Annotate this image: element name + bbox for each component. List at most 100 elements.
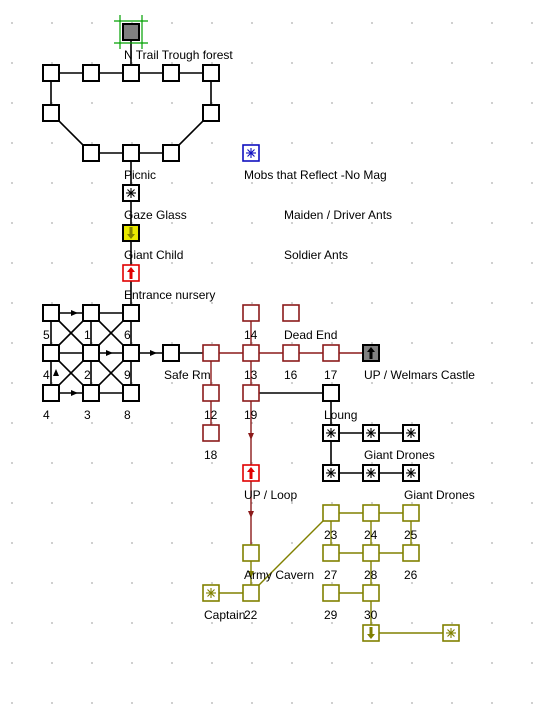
room-o24[interactable]	[362, 504, 380, 522]
room-box[interactable]	[122, 384, 140, 402]
room-box[interactable]	[202, 64, 220, 82]
room-o23[interactable]	[322, 504, 340, 522]
room-box[interactable]	[82, 304, 100, 322]
room-box[interactable]	[42, 64, 60, 82]
room-o32[interactable]	[442, 624, 460, 642]
room-child[interactable]	[122, 224, 140, 242]
room-c2[interactable]	[82, 144, 100, 162]
room-r18[interactable]	[202, 424, 220, 442]
room-gd2[interactable]	[362, 424, 380, 442]
room-top[interactable]	[114, 15, 148, 49]
room-box[interactable]	[82, 384, 100, 402]
room-box[interactable]	[162, 144, 180, 162]
room-n7[interactable]	[42, 384, 60, 402]
room-box[interactable]	[42, 104, 60, 122]
room-legend[interactable]	[242, 144, 260, 162]
room-n5[interactable]	[82, 344, 100, 362]
room-box[interactable]	[82, 344, 100, 362]
room-box[interactable]	[362, 504, 380, 522]
room-n6[interactable]	[122, 344, 140, 362]
room-box[interactable]	[322, 504, 340, 522]
room-box[interactable]	[282, 344, 300, 362]
room-n4[interactable]	[42, 344, 60, 362]
room-box[interactable]	[242, 384, 260, 402]
room-box[interactable]	[202, 344, 220, 362]
room-box[interactable]	[42, 384, 60, 402]
room-n9[interactable]	[122, 384, 140, 402]
room-n3[interactable]	[122, 304, 140, 322]
room-a5[interactable]	[202, 64, 220, 82]
room-gd6[interactable]	[402, 464, 420, 482]
room-o25[interactable]	[402, 504, 420, 522]
room-box[interactable]	[362, 544, 380, 562]
room-gd3[interactable]	[402, 424, 420, 442]
room-box[interactable]	[402, 544, 420, 562]
room-box[interactable]	[122, 344, 140, 362]
room-box[interactable]	[202, 384, 220, 402]
room-a2[interactable]	[82, 64, 100, 82]
room-nursery[interactable]	[122, 264, 140, 282]
room-r14[interactable]	[242, 304, 260, 322]
room-box[interactable]	[242, 584, 260, 602]
room-box[interactable]	[122, 304, 140, 322]
room-b5[interactable]	[202, 104, 220, 122]
room-box[interactable]	[202, 104, 220, 122]
room-c4[interactable]	[162, 144, 180, 162]
room-o31[interactable]	[362, 624, 380, 642]
room-b1[interactable]	[42, 104, 60, 122]
room-a3[interactable]	[122, 64, 140, 82]
room-r13[interactable]	[242, 344, 260, 362]
room-r12[interactable]	[202, 384, 220, 402]
room-r211[interactable]	[202, 344, 220, 362]
room-box[interactable]	[202, 424, 220, 442]
room-c3[interactable]	[122, 144, 140, 162]
room-r17[interactable]	[322, 344, 340, 362]
room-n8[interactable]	[82, 384, 100, 402]
room-loung[interactable]	[322, 384, 340, 402]
room-box[interactable]	[122, 64, 140, 82]
room-a1[interactable]	[42, 64, 60, 82]
room-uploop[interactable]	[242, 464, 260, 482]
room-box[interactable]	[162, 64, 180, 82]
room-gd4[interactable]	[322, 464, 340, 482]
room-box[interactable]	[242, 544, 260, 562]
room-o27[interactable]	[322, 544, 340, 562]
room-box[interactable]	[322, 544, 340, 562]
room-n2[interactable]	[82, 304, 100, 322]
room-box[interactable]	[42, 344, 60, 362]
room-box[interactable]	[82, 144, 100, 162]
room-r19[interactable]	[242, 384, 260, 402]
room-army[interactable]	[242, 544, 260, 562]
room-box[interactable]	[82, 64, 100, 82]
room-o26[interactable]	[402, 544, 420, 562]
room-box[interactable]	[322, 384, 340, 402]
room-box[interactable]	[322, 584, 340, 602]
room-box[interactable]	[122, 144, 140, 162]
room-gaze[interactable]	[122, 184, 140, 202]
room-o29[interactable]	[322, 584, 340, 602]
room-a4[interactable]	[162, 64, 180, 82]
room-gd5[interactable]	[362, 464, 380, 482]
room-box[interactable]	[282, 304, 300, 322]
room-box[interactable]	[162, 344, 180, 362]
room-box[interactable]	[42, 304, 60, 322]
room-saferm[interactable]	[162, 344, 180, 362]
room-o28[interactable]	[362, 544, 380, 562]
room-box[interactable]	[122, 23, 140, 41]
room-deadend[interactable]	[282, 304, 300, 322]
room-box[interactable]	[242, 304, 260, 322]
room-box[interactable]	[322, 344, 340, 362]
room-captain[interactable]	[202, 584, 220, 602]
map-label: 14	[244, 328, 258, 342]
room-n1[interactable]	[42, 304, 60, 322]
map-rooms[interactable]	[42, 15, 460, 642]
room-gd1[interactable]	[322, 424, 340, 442]
room-box[interactable]	[402, 504, 420, 522]
room-box[interactable]	[362, 584, 380, 602]
room-r16[interactable]	[282, 344, 300, 362]
room-upcastle[interactable]	[362, 344, 380, 362]
room-r22[interactable]	[242, 584, 260, 602]
room-o30[interactable]	[362, 584, 380, 602]
room-box[interactable]	[242, 344, 260, 362]
